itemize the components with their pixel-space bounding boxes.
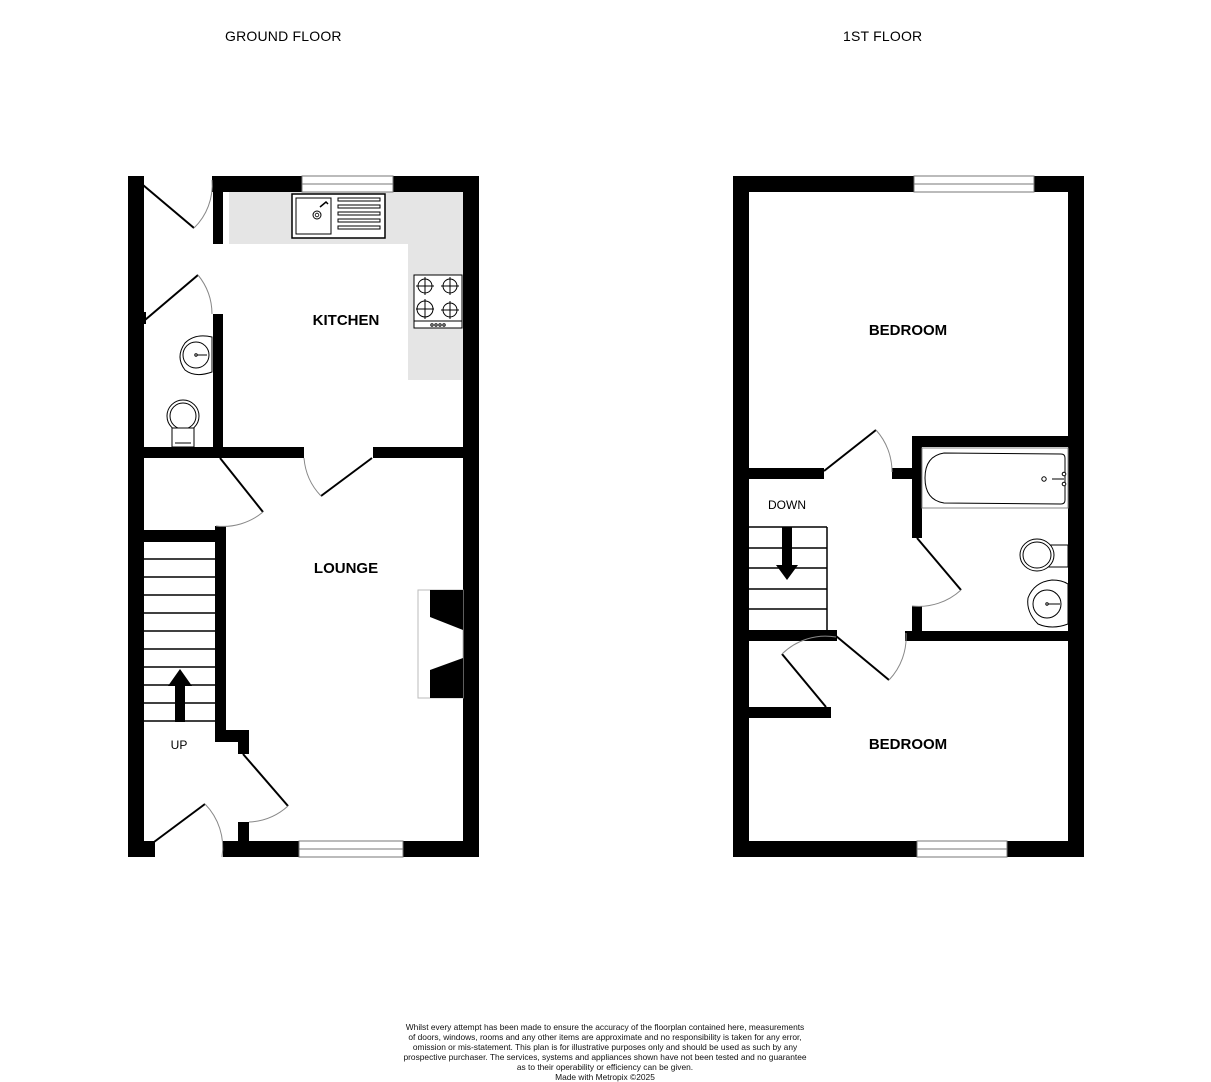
disclaimer-line: as to their operability or efficiency ca… <box>516 1062 694 1072</box>
first-floor-staircase <box>749 526 828 630</box>
stairs-up-arrow-icon <box>168 669 192 722</box>
ground-floor-doors <box>142 179 373 858</box>
room-label-bedroom-2: BEDROOM <box>869 736 947 753</box>
ground-floor-staircase <box>144 558 215 722</box>
first-floor-walls <box>733 176 1084 857</box>
lounge-window <box>298 840 404 858</box>
wc-toilet-icon <box>166 399 200 448</box>
ground-floor-title: GROUND FLOOR <box>225 28 342 44</box>
bathroom-basin-icon <box>1027 579 1069 628</box>
disclaimer-line: of doors, windows, rooms and any other i… <box>408 1032 802 1042</box>
bath-icon <box>921 447 1069 509</box>
kitchen-hob-icon <box>413 274 463 329</box>
disclaimer-text: Whilst every attempt has been made to en… <box>395 1022 815 1082</box>
disclaimer-line: omission or mis-statement. This plan is … <box>412 1042 798 1052</box>
disclaimer-line: Whilst every attempt has been made to en… <box>405 1022 805 1032</box>
room-label-bedroom-1: BEDROOM <box>869 322 947 339</box>
metropix-credit: Made with Metropix ©2025 <box>555 1072 655 1082</box>
room-label-kitchen: KITCHEN <box>313 312 380 329</box>
bedroom1-window <box>913 175 1035 193</box>
ground-floor-plan: KITCHEN LOUNGE UP <box>128 175 479 858</box>
room-label-lounge: LOUNGE <box>314 560 378 577</box>
disclaimer-line: prospective purchaser. The services, sys… <box>403 1052 807 1062</box>
stairs-down-label: DOWN <box>768 498 806 512</box>
first-floor-doors <box>781 429 962 708</box>
kitchen-sink-icon <box>291 193 386 239</box>
first-floor-title: 1ST FLOOR <box>843 28 923 44</box>
wc-basin-icon <box>179 335 213 376</box>
stairs-up-label: UP <box>171 738 188 752</box>
stairs-down-arrow-icon <box>776 527 798 580</box>
bedroom2-window <box>916 840 1008 858</box>
fireplace-icon <box>417 589 464 699</box>
kitchen-window <box>301 175 394 193</box>
first-floor-plan: BEDROOM BEDROOM DOWN <box>733 175 1084 858</box>
bathroom-toilet-icon <box>1019 538 1069 572</box>
